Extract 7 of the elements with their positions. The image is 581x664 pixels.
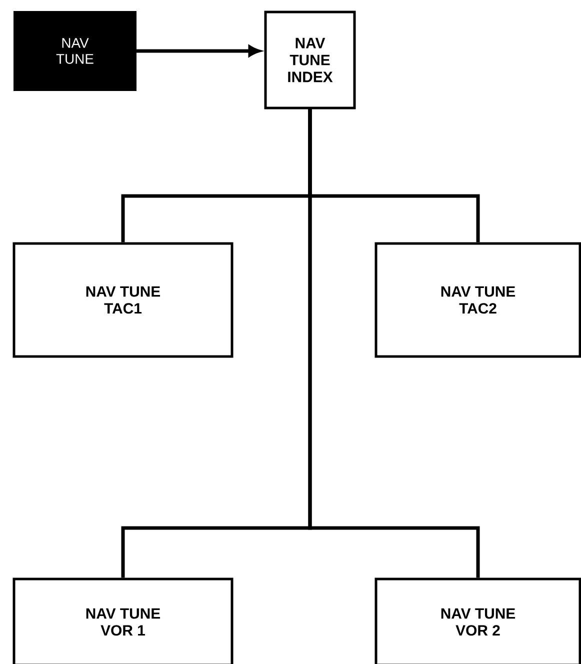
page-box: NAV TUNE VOR 1 <box>12 578 234 664</box>
index-box: NAV TUNE INDEX <box>264 10 356 110</box>
page-box: NAV TUNE TAC2 <box>374 242 581 358</box>
menu-box: NAV TUNE <box>14 11 136 91</box>
connector-line <box>308 109 480 578</box>
page-box: NAV TUNE VOR 2 <box>374 578 581 664</box>
page-box: NAV TUNE TAC1 <box>12 242 234 358</box>
